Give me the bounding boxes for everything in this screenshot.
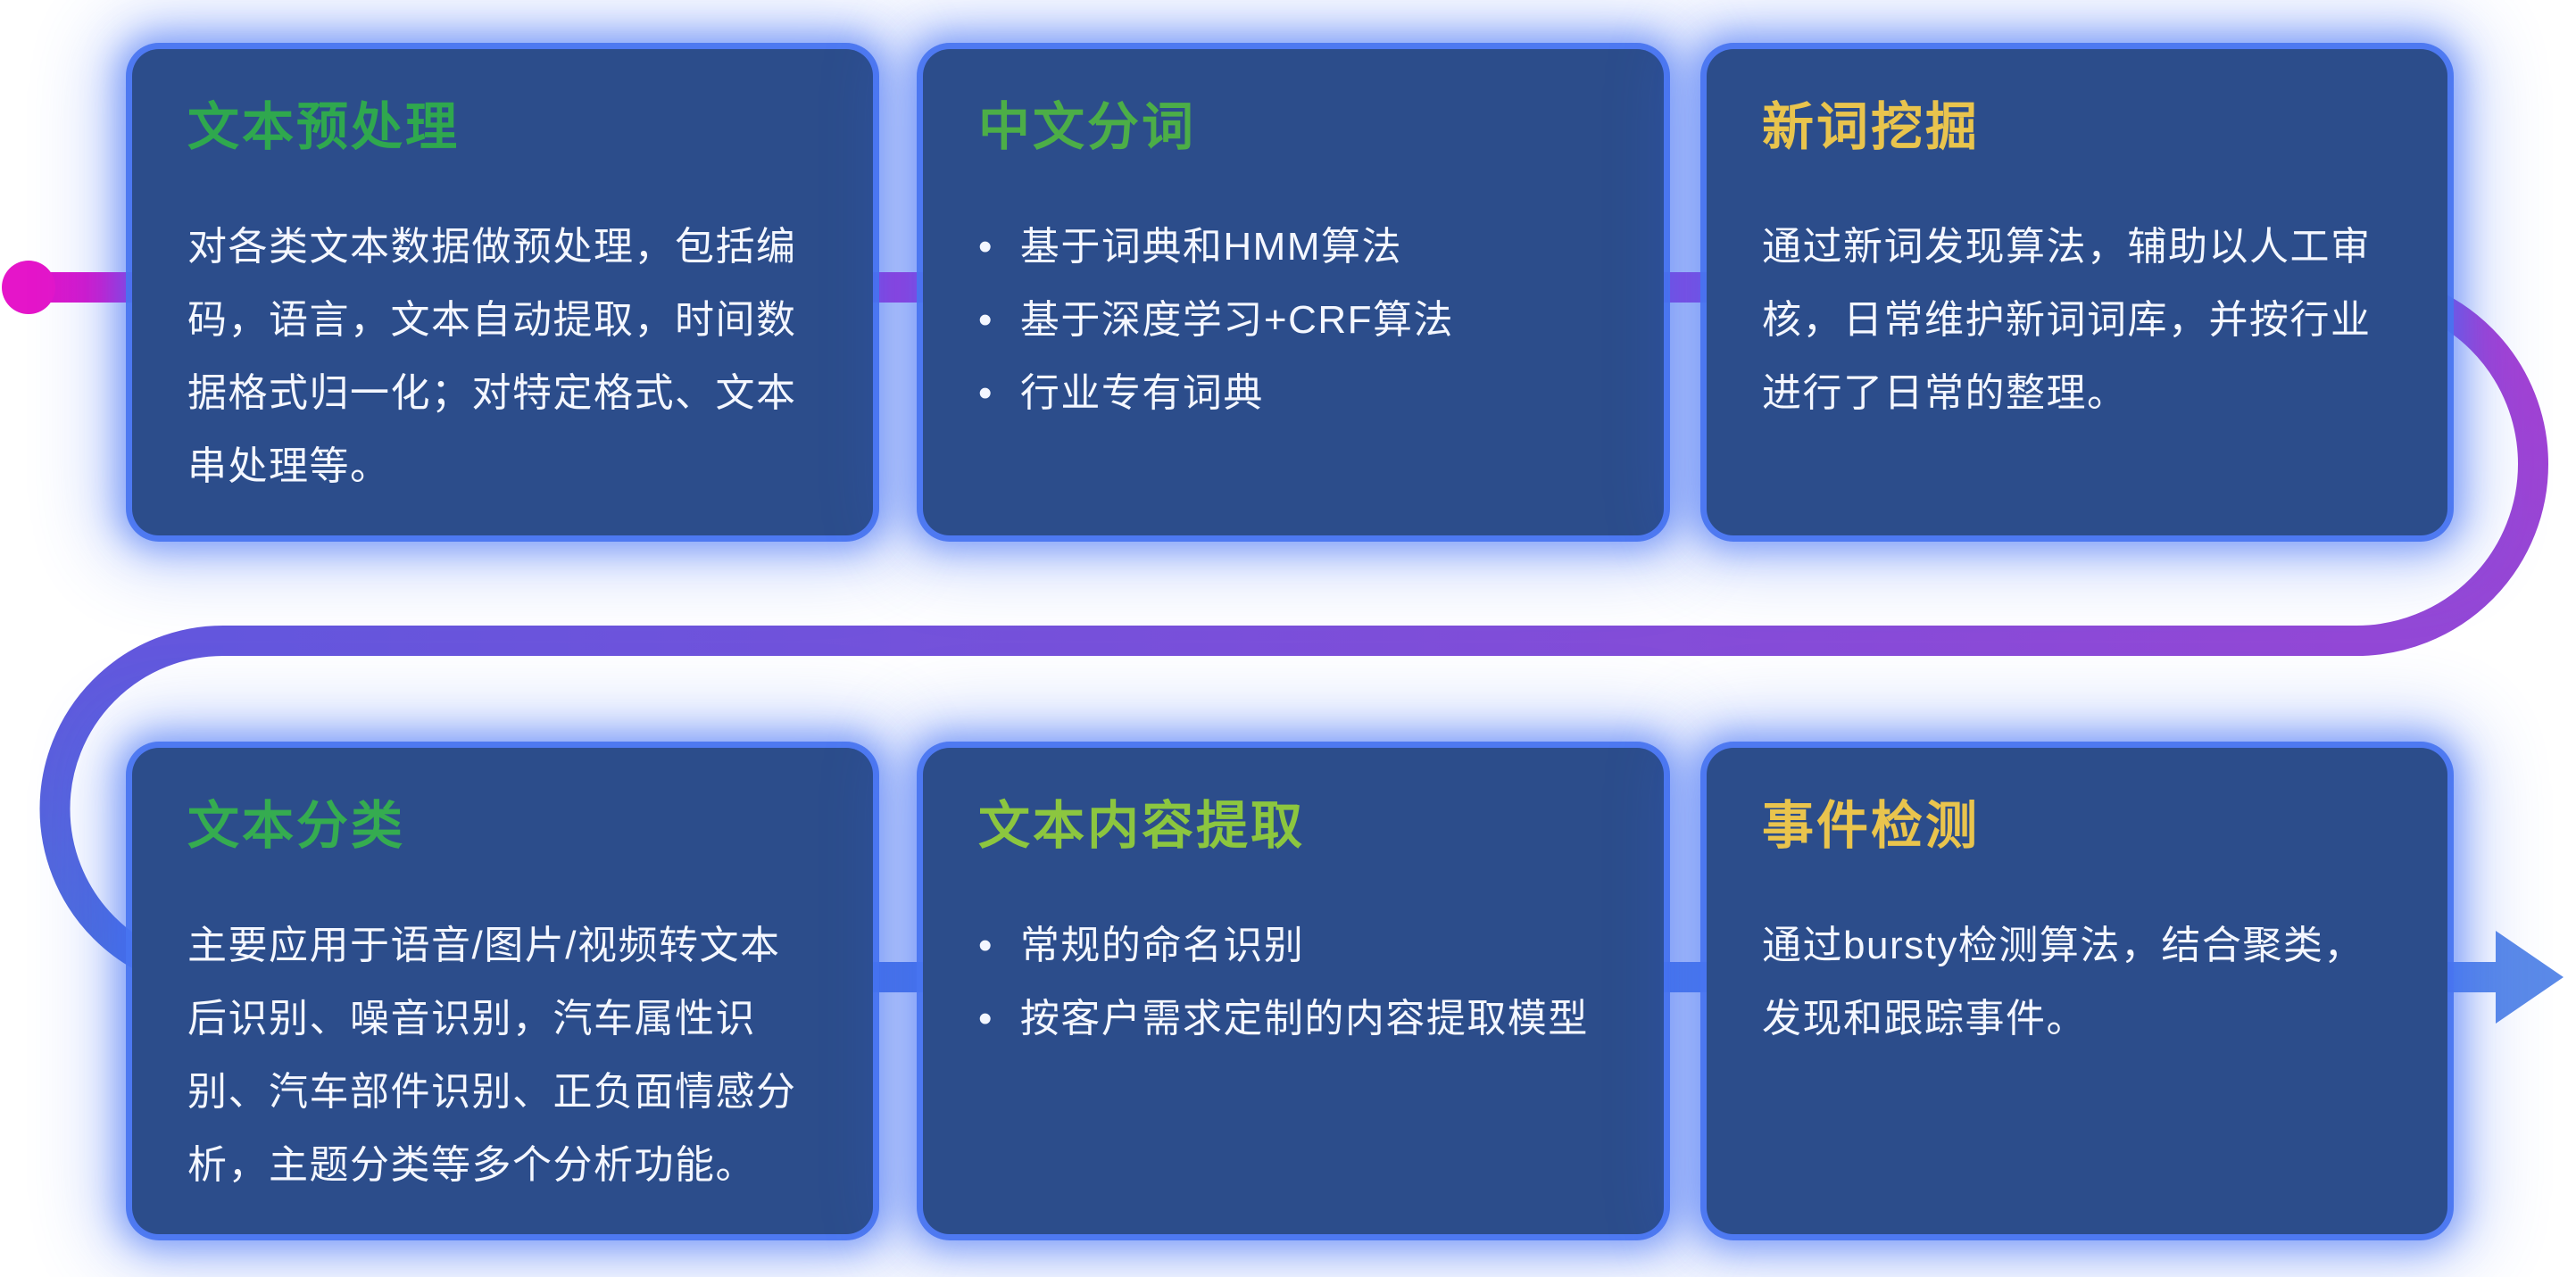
card-bullet-list: • 基于词典和HMM算法 • 基于深度学习+CRF算法 • 行业专有词典 <box>978 211 1608 430</box>
bullet-text: 按客户需求定制的内容提取模型 <box>1019 996 1589 1041</box>
card-title: 文本内容提取 <box>978 797 1306 855</box>
bullet-item: • 基于词典和HMM算法 <box>978 211 1608 284</box>
card-event-detection: 事件检测 通过bursty检测算法，结合聚类，发现和跟踪事件。 <box>1707 748 2447 1234</box>
flow-start-dot-icon <box>2 261 55 314</box>
card-text-preprocessing: 文本预处理 对各类文本数据做预处理，包括编码，语言，文本自动提取，时间数据格式归… <box>132 49 873 535</box>
bullet-dot: • <box>978 923 993 967</box>
bullet-dot: • <box>978 224 993 269</box>
card-new-word-mining: 新词挖掘 通过新词发现算法，辅助以人工审核，日常维护新词词库，并按行业进行了日常… <box>1707 49 2447 535</box>
bullet-dot: • <box>978 297 993 342</box>
bullet-text: 基于词典和HMM算法 <box>1019 224 1402 269</box>
bullet-text: 基于深度学习+CRF算法 <box>1019 297 1455 342</box>
bullet-item: • 行业专有词典 <box>978 357 1608 430</box>
bullet-text: 常规的命名识别 <box>1019 923 1305 967</box>
flow-arrow-icon <box>2496 931 2564 1024</box>
bullet-item: • 按客户需求定制的内容提取模型 <box>978 983 1608 1056</box>
bullet-item: • 常规的命名识别 <box>978 909 1608 983</box>
card-title: 文本分类 <box>187 797 406 855</box>
card-body-text: 通过新词发现算法，辅助以人工审核，日常维护新词词库，并按行业进行了日常的整理。 <box>1762 224 2372 415</box>
card-body-text: 对各类文本数据做预处理，包括编码，语言，文本自动提取，时间数据格式归一化；对特定… <box>187 224 797 488</box>
bullet-dot: • <box>978 996 993 1041</box>
card-title: 新词挖掘 <box>1762 98 1981 156</box>
bullet-text: 行业专有词典 <box>1019 370 1264 415</box>
bullet-item: • 基于深度学习+CRF算法 <box>978 284 1608 357</box>
card-body-text: 主要应用于语音/图片/视频转文本后识别、噪音识别，汽车属性识别、汽车部件识别、正… <box>187 923 797 1187</box>
card-bullet-list: • 常规的命名识别 • 按客户需求定制的内容提取模型 <box>978 909 1608 1056</box>
card-text-content-extraction: 文本内容提取 • 常规的命名识别 • 按客户需求定制的内容提取模型 <box>923 748 1664 1234</box>
card-chinese-word-segmentation: 中文分词 • 基于词典和HMM算法 • 基于深度学习+CRF算法 • 行业专有词… <box>923 49 1664 535</box>
card-title: 文本预处理 <box>187 98 461 156</box>
card-title: 事件检测 <box>1762 797 1981 855</box>
card-body-text: 通过bursty检测算法，结合聚类，发现和跟踪事件。 <box>1762 923 2364 1041</box>
card-text-classification: 文本分类 主要应用于语音/图片/视频转文本后识别、噪音识别，汽车属性识别、汽车部… <box>132 748 873 1234</box>
bullet-dot: • <box>978 370 993 415</box>
card-title: 中文分词 <box>978 98 1197 156</box>
